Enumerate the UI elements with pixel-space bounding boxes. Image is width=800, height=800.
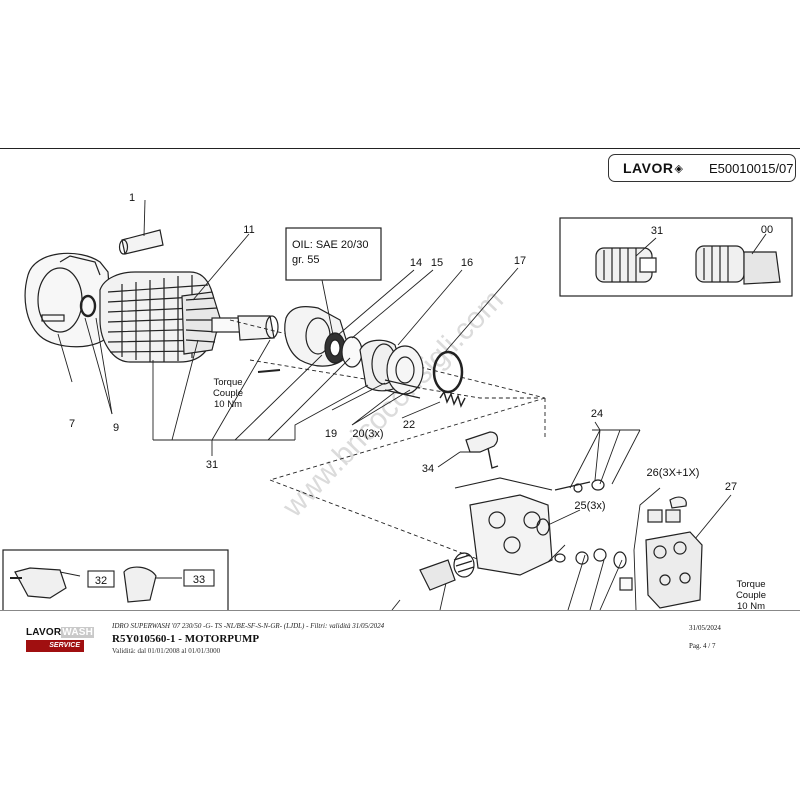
leader-lines-pump [391,421,732,610]
callout-20: 20(3x) [352,428,383,440]
footer-logo-wordmark: LAVORWASH [26,627,95,639]
inset-gun-33 [123,566,215,603]
part-22-spring [439,390,466,408]
header-logo-box: LAVOR ◈ E50010015/07 [608,154,796,182]
footer-validity: Validità: dal 01/01/2008 al 01/01/3000 [112,647,221,655]
callout-15: 15 [431,257,443,269]
torque-note-2-line-3: 10 Nm [737,601,765,610]
part-26-valve [647,496,687,523]
callout-22: 22 [403,419,415,431]
part-seals [419,548,627,591]
part-1-pin [118,229,164,255]
header-rule [0,148,800,149]
footer-service-bar: SERVICE [26,640,84,652]
callout-16: 16 [461,257,473,269]
header-brand: LAVOR [623,160,674,176]
inset-gun-32 [10,567,115,599]
callout-32: 32 [95,575,107,587]
torque-note-1-line-3: 10 Nm [214,399,242,410]
pump-dash-frame [268,397,546,561]
callout-26: 26(3X+1X) [647,467,700,479]
torque-note-2-line-1: Torque [736,579,765,590]
callout-31: 31 [206,459,218,471]
part-17-oring [432,350,464,394]
footer-logo: LAVORWASH SERVICE [26,627,95,653]
footer-part-code: R5Y010560-1 - MOTORPUMP [112,633,260,645]
part-rotor [181,291,221,355]
leader-lines-motor [57,199,519,456]
footer-page-number: Pag. 4 / 7 [689,642,716,650]
footer-date: 31/05/2024 [689,624,721,632]
callout-34: 34 [422,463,434,475]
callout-31-inset: 31 [651,225,663,237]
callout-14: 14 [410,257,422,269]
callout-24: 24 [591,408,603,420]
inset-motor-31 [595,237,657,283]
callout-1: 1 [129,192,135,204]
part-19-piston [384,379,421,399]
callout-25: 25(3x) [574,500,605,512]
callout-labels: 1 11 14 15 16 17 7 9 31 19 20(3x) 22 24 … [69,192,773,587]
footer-brand: LAVOR [26,627,62,638]
oil-note-line-2: gr. 55 [292,254,320,266]
callout-7: 7 [69,418,75,430]
oil-note-box [285,227,382,281]
oil-note-line-1: OIL: SAE 20/30 [292,239,368,251]
part-11-shaft [211,315,279,341]
part-16-plate [386,345,424,395]
part-pump-head [454,477,605,576]
part-9-ring [79,294,97,318]
part-7-cover [24,252,113,348]
torque-note-1-line-1: Torque [213,377,242,388]
torque-note-1-line-2: Couple [213,388,243,399]
callout-27: 27 [725,481,737,493]
callout-00: 00 [761,224,773,236]
inset-box-motorpump [559,217,793,297]
footer-rule [0,610,800,611]
callout-19: 19 [325,428,337,440]
callout-17: 17 [514,255,526,267]
part-34-lever [437,431,499,469]
footer-brand-b: WASH [61,627,95,638]
callout-33: 33 [193,574,205,586]
inset-box-accessories [2,549,229,610]
exploded-diagram: www.bricoconsigli.com [2,192,793,610]
callout-11: 11 [243,224,254,236]
header-doc-code: E50010015/07 [708,160,794,176]
footer-model-title: IDRO SUPERWASH '07 230/50 -G- TS -NL/BE-… [112,622,385,630]
bolt [257,369,281,373]
torque-note-2-line-2: Couple [736,590,766,601]
inset-motorpump-00 [695,233,781,285]
part-27-manifold [619,531,703,609]
brand-mark-icon: ◈ [674,162,683,175]
callout-9: 9 [113,422,119,434]
